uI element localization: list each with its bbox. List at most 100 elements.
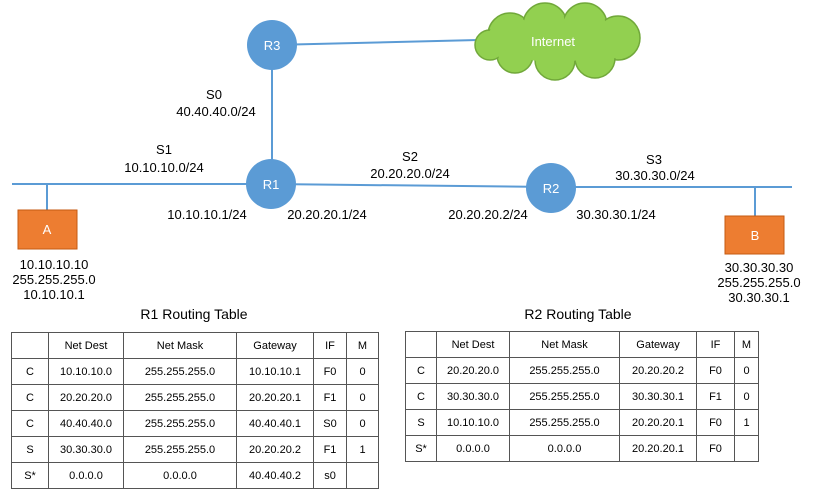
cell: 0 [734, 357, 759, 384]
cell: 0 [346, 384, 379, 411]
host-a-ip: 10.10.10.10 [19, 257, 89, 272]
header-metric: M [734, 331, 759, 358]
cell: S [11, 436, 49, 463]
segment-s1-name: S1 [156, 142, 172, 157]
cell: C [405, 357, 437, 384]
header-type [11, 332, 49, 359]
router-r3-label: R3 [264, 38, 281, 53]
cell: F0 [313, 358, 347, 385]
header-net-mask: Net Mask [509, 331, 620, 358]
cell: 0.0.0.0 [48, 462, 124, 489]
header-net-dest: Net Dest [48, 332, 124, 359]
r2-left-interface-address: 20.20.20.2/24 [448, 207, 528, 222]
cell: F0 [696, 409, 735, 436]
cell: 0 [346, 358, 379, 385]
cell: F1 [313, 436, 347, 463]
table-row: C 20.20.20.0 255.255.255.0 20.20.20.1 F1… [11, 384, 379, 411]
table-header-row: Net Dest Net Mask Gateway IF M [405, 331, 759, 358]
cell: s0 [313, 462, 347, 489]
router-r3: R3 [247, 20, 297, 70]
cell: F0 [696, 435, 735, 462]
cell: 40.40.40.1 [236, 410, 314, 437]
cell: S0 [313, 410, 347, 437]
router-r2-label: R2 [543, 181, 560, 196]
cell: 0 [734, 383, 759, 410]
cell: 10.10.10.0 [48, 358, 124, 385]
cell: 1 [734, 409, 759, 436]
cell: 255.255.255.0 [123, 384, 237, 411]
internet-cloud-icon: Internet [474, 2, 641, 81]
segment-s3-network: 30.30.30.0/24 [615, 168, 695, 183]
host-b: B [724, 215, 785, 255]
host-b-config: 30.30.30.30 255.255.255.0 30.30.30.1 [717, 260, 800, 305]
link-internet [271, 39, 479, 46]
header-net-dest: Net Dest [436, 331, 510, 358]
r1-routing-table: Net Dest Net Mask Gateway IF M C 10.10.1… [11, 332, 379, 489]
router-r1: R1 [246, 159, 296, 209]
router-r1-label: R1 [263, 177, 280, 192]
cell: 0 [346, 410, 379, 437]
r2-routing-table: Net Dest Net Mask Gateway IF M C 20.20.2… [405, 331, 759, 462]
header-if: IF [696, 331, 735, 358]
cell: 40.40.40.0 [48, 410, 124, 437]
cell: 255.255.255.0 [123, 358, 237, 385]
cell: F1 [313, 384, 347, 411]
cell: C [405, 383, 437, 410]
table-row: C 10.10.10.0 255.255.255.0 10.10.10.1 F0… [11, 358, 379, 385]
header-gateway: Gateway [236, 332, 314, 359]
cell: S* [405, 435, 437, 462]
cell: F0 [696, 357, 735, 384]
table-row: C 20.20.20.0 255.255.255.0 20.20.20.2 F0… [405, 357, 759, 384]
host-a-config: 10.10.10.10 255.255.255.0 10.10.10.1 [12, 257, 95, 302]
cell: 20.20.20.1 [236, 384, 314, 411]
cell: 255.255.255.0 [509, 409, 620, 436]
cell [734, 435, 759, 462]
table-row: C 40.40.40.0 255.255.255.0 40.40.40.1 S0… [11, 410, 379, 437]
segment-s0-network: 40.40.40.0/24 [176, 104, 256, 119]
host-a-label: A [43, 222, 52, 237]
host-b-mask: 255.255.255.0 [717, 275, 801, 290]
header-if: IF [313, 332, 347, 359]
cell: 20.20.20.1 [619, 435, 697, 462]
cell: 20.20.20.0 [436, 357, 510, 384]
cell [346, 462, 379, 489]
table-row: C 30.30.30.0 255.255.255.0 30.30.30.1 F1… [405, 383, 759, 410]
table-row: S* 0.0.0.0 0.0.0.0 20.20.20.1 F0 [405, 435, 759, 462]
r1-left-interface-address: 10.10.10.1/24 [167, 207, 247, 222]
cell: 255.255.255.0 [509, 383, 620, 410]
cell: 10.10.10.0 [436, 409, 510, 436]
table-header-row: Net Dest Net Mask Gateway IF M [11, 332, 379, 359]
r2-right-interface-address: 30.30.30.1/24 [576, 207, 656, 222]
host-a-gateway: 10.10.10.1 [23, 287, 85, 302]
cell: 30.30.30.0 [48, 436, 124, 463]
segment-s0-name: S0 [206, 87, 222, 102]
segment-s2-network: 20.20.20.0/24 [370, 166, 450, 181]
cell: 20.20.20.2 [619, 357, 697, 384]
cell: F1 [696, 383, 735, 410]
table-row: S 10.10.10.0 255.255.255.0 20.20.20.1 F0… [405, 409, 759, 436]
host-b-label: B [751, 228, 760, 243]
cell: S* [11, 462, 49, 489]
cell: 0.0.0.0 [123, 462, 237, 489]
r2-routing-table-title: R2 Routing Table [524, 306, 632, 322]
header-metric: M [346, 332, 379, 359]
header-type [405, 331, 437, 358]
cell: 255.255.255.0 [123, 410, 237, 437]
segment-s2-name: S2 [402, 149, 418, 164]
cell: 0.0.0.0 [509, 435, 620, 462]
internet-label: Internet [531, 34, 575, 49]
cell: 0.0.0.0 [436, 435, 510, 462]
cell: S [405, 409, 437, 436]
header-gateway: Gateway [619, 331, 697, 358]
host-a: A [17, 209, 78, 250]
host-b-ip: 30.30.30.30 [724, 260, 794, 275]
cell: 20.20.20.1 [619, 409, 697, 436]
segment-s3-name: S3 [646, 152, 662, 167]
router-r2: R2 [526, 163, 576, 213]
table-row: S 30.30.30.0 255.255.255.0 20.20.20.2 F1… [11, 436, 379, 463]
network-topology-diagram: Internet R3 R1 R2 A B [12, 2, 792, 255]
link-s2 [270, 183, 552, 188]
header-net-mask: Net Mask [123, 332, 237, 359]
cell: 30.30.30.1 [619, 383, 697, 410]
cell: 10.10.10.1 [236, 358, 314, 385]
